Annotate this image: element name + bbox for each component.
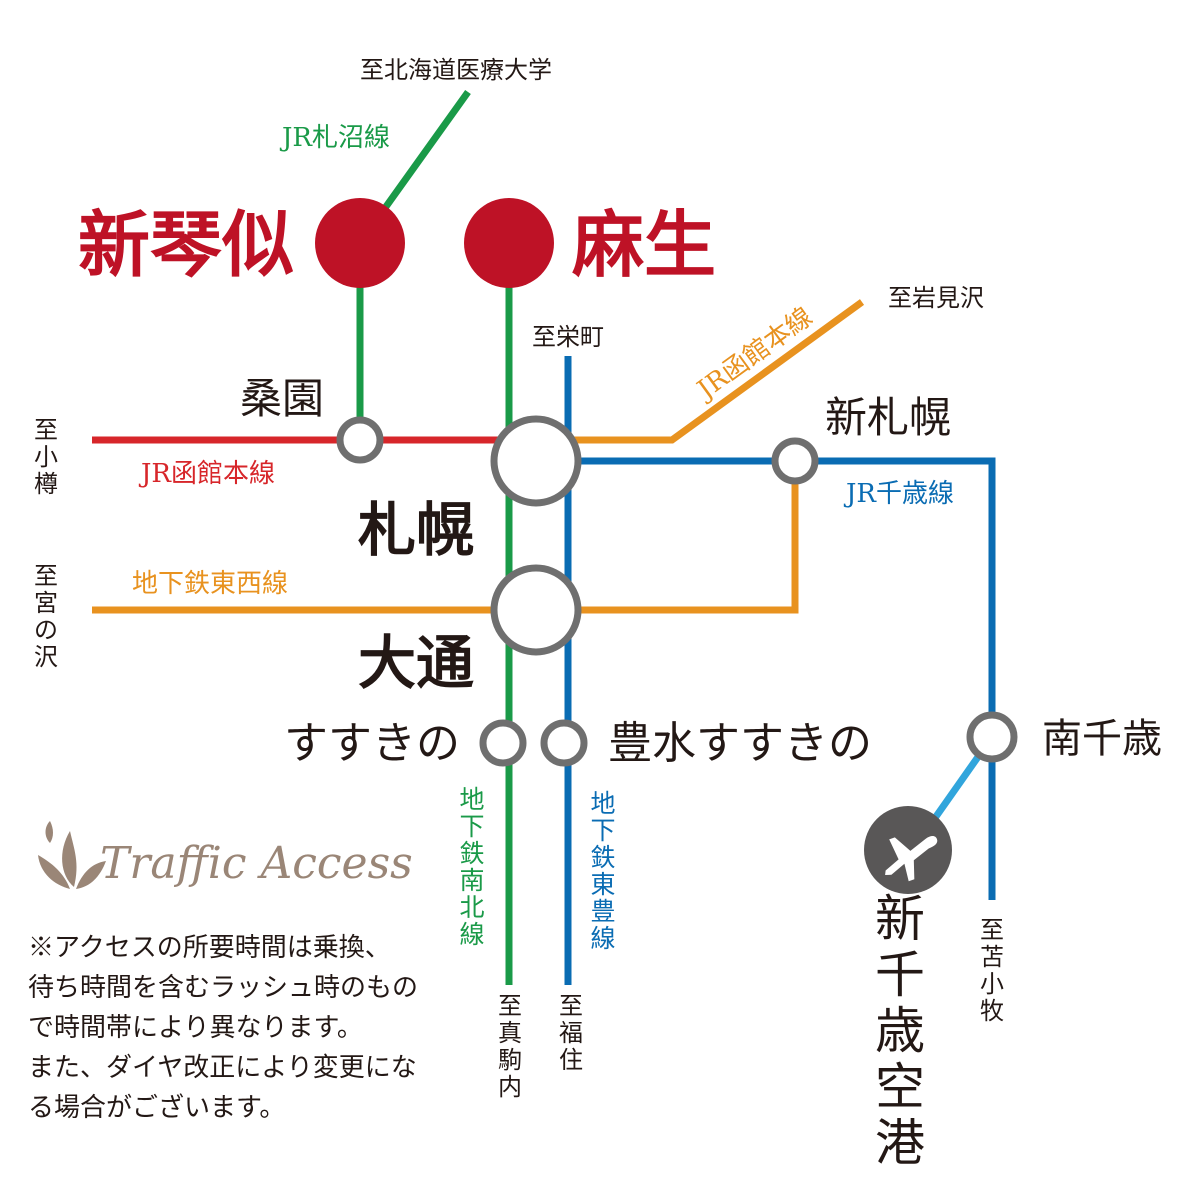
- logo-text: Traffic Access: [100, 838, 413, 889]
- line-name-jr-sassho: JR札沼線: [279, 123, 390, 153]
- destination-tomakomai: 至苫小牧: [980, 916, 1004, 1025]
- jr-hakodate-east-line: [536, 299, 865, 444]
- station-name-sapporo: 札幌: [358, 496, 474, 564]
- station-name-odori: 大通: [358, 629, 474, 697]
- station-name-kuwazono: 桑園: [240, 374, 324, 423]
- destination-makomanai: 至真駒内: [498, 992, 522, 1101]
- airplane-icon: [864, 806, 952, 894]
- station-name-shinsapporo: 新札幌: [825, 393, 951, 442]
- station-name-hosui-susukino: 豊水すすきの: [608, 718, 872, 769]
- station-name-susukino: すすきの: [284, 718, 460, 769]
- leaf-ornament-icon: [38, 821, 106, 889]
- station-odori-marker[interactable]: [490, 564, 582, 656]
- destination-iwamizawa: 至岩見沢: [888, 284, 984, 312]
- destination-sakaemachi: 至栄町: [532, 323, 604, 351]
- destination-otaru: 至小樽: [34, 416, 58, 498]
- line-name-nanboku: 地下鉄南北線: [459, 785, 484, 949]
- station-kuwazono-marker[interactable]: [336, 416, 384, 464]
- destination-miyanosawa: 至宮の沢: [34, 562, 58, 671]
- note-line: で時間帯により異なります。: [28, 1013, 363, 1043]
- station-hosui-susukino-marker[interactable]: [540, 719, 588, 767]
- line-name-tozai: 地下鉄東西線: [132, 569, 288, 599]
- station-name-minami-chitose: 南千歳: [1042, 716, 1162, 762]
- note-line: ※アクセスの所要時間は乗換、: [28, 933, 391, 963]
- station-minami-chitose-marker[interactable]: [966, 711, 1018, 763]
- note-line: 待ち時間を含むラッシュ時のもの: [28, 973, 419, 1003]
- station-shinkotoni-marker[interactable]: [315, 198, 405, 288]
- tozai-line: [92, 461, 799, 614]
- destination-fukuzumi: 至福住: [559, 992, 583, 1074]
- note-line: また、ダイヤ改正により変更にな: [28, 1053, 417, 1083]
- station-asabu-marker[interactable]: [464, 198, 554, 288]
- station-name-asabu: 麻生: [572, 202, 716, 287]
- line-name-jr-hakodate-west: JR函館本線: [138, 459, 275, 489]
- destination-north: 至北海道医療大学: [360, 56, 552, 84]
- station-shinsapporo-marker[interactable]: [771, 437, 819, 485]
- line-name-toho: 地下鉄東豊線: [590, 789, 615, 953]
- station-susukino-marker[interactable]: [479, 719, 527, 767]
- line-name-jr-hakodate-east: JR函館本線: [690, 302, 818, 407]
- station-name-new-chitose-airport: 新千歳空港: [875, 890, 925, 1172]
- station-sapporo-marker[interactable]: [490, 415, 582, 507]
- note-line: る場合がございます。: [28, 1093, 286, 1123]
- access-note: ※アクセスの所要時間は乗換、 待ち時間を含むラッシュ時のもの で時間帯により異な…: [28, 928, 448, 1128]
- line-name-jr-chitose: JR千歳線: [843, 479, 954, 509]
- station-name-shinkotoni: 新琴似: [78, 202, 294, 287]
